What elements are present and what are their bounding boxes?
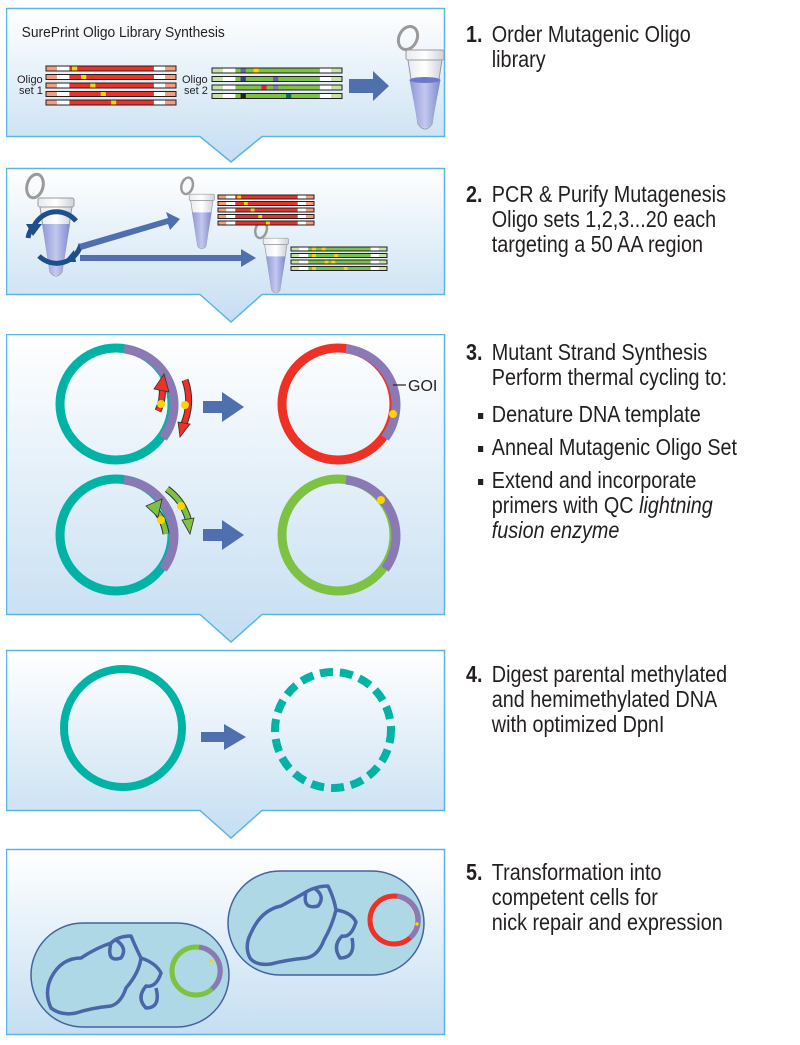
panel-frame	[6, 167, 446, 324]
chromosome	[245, 884, 358, 967]
mutagenic-primer-pair	[153, 373, 193, 439]
panel-title: SurePrint Oligo Library Synthesis	[22, 25, 225, 42]
step-line: Transformation into	[491, 859, 662, 885]
step-number: 2.	[466, 181, 483, 207]
step-number: 1.	[466, 21, 483, 47]
step-line: with optimized DpnI	[491, 711, 665, 737]
parental-plasmid	[60, 665, 186, 791]
step-number: 4.	[466, 661, 483, 687]
tube-icon	[180, 176, 215, 250]
step3-text: 3. Mutant Strand Synthesis Perform therma…	[466, 340, 750, 551]
mutant-plasmid-red: GOI	[277, 343, 437, 465]
bullet-icon	[478, 413, 484, 419]
set1-label-line1: Oligo	[17, 74, 43, 86]
step-line: Perform thermal cycling to:	[491, 364, 728, 390]
step-line: Digest parental methylated	[491, 661, 728, 687]
set1-label-line2: set 1	[19, 85, 43, 97]
step4-text: 4. Digest parental methylated and hemimet…	[466, 662, 750, 737]
arrow-icon	[80, 249, 256, 267]
arrow-icon	[203, 392, 244, 422]
mutagenic-primer-pair	[145, 486, 195, 536]
purified-oligo-set-1	[217, 194, 315, 226]
digested-plasmid	[271, 668, 395, 792]
step-line: Mutant Strand Synthesis	[491, 339, 708, 365]
step1-text: 1. Order Mutagenic Oligo library	[466, 22, 750, 72]
bullet-text: Anneal Mutagenic Oligo Set	[491, 434, 738, 460]
mutant-plasmid-green	[277, 474, 401, 596]
step4-panel	[6, 648, 446, 842]
step1-panel: SurePrint Oligo Library Synthesis Oligo …	[6, 6, 446, 164]
step3-bullets: Denature DNA template Anneal Mutagenic O…	[466, 402, 750, 543]
step-number: 5.	[466, 859, 483, 885]
step5-text: 5. Transformation into competent cells fo…	[466, 860, 750, 935]
bullet-item: Anneal Mutagenic Oligo Set	[478, 435, 750, 460]
step-line: and hemimethylated DNA	[491, 686, 718, 712]
bullet-text: Extend and incorporate	[491, 467, 697, 493]
step-line: PCR & Purify Mutagenesis	[491, 181, 726, 207]
bullet-icon	[478, 446, 484, 452]
tube-icon	[396, 24, 445, 130]
arrow-icon	[203, 520, 244, 550]
step-line: Order Mutagenic Oligo library	[491, 21, 691, 72]
step3-panel: GOI	[6, 334, 446, 646]
competent-cell	[227, 870, 425, 976]
arrow-icon	[349, 71, 389, 101]
bullet-text: Denature DNA template	[491, 401, 701, 427]
enzyme-name-cont: fusion enzyme	[491, 517, 620, 543]
thermal-cycle-icon	[25, 209, 84, 266]
step-line: competent cells for	[491, 884, 658, 910]
step-line: nick repair and expression	[491, 909, 723, 935]
step-line: targeting a 50 AA region	[491, 231, 703, 257]
step-line: Oligo sets 1,2,3...20 each	[491, 206, 717, 232]
bullet-item: Extend and incorporate primers with QC l…	[478, 468, 750, 543]
enzyme-name: lightning	[639, 492, 713, 518]
purified-oligo-set-2	[290, 246, 388, 271]
chromosome	[45, 934, 163, 1016]
arrow-icon	[201, 724, 246, 750]
bullet-icon	[478, 479, 484, 485]
step5-panel	[6, 848, 446, 1038]
oligo-set-1	[45, 65, 177, 106]
bullet-text-cont: primers with QC	[491, 492, 640, 518]
arrow-icon	[79, 212, 180, 250]
set2-label-line1: Oligo	[182, 74, 208, 86]
template-plasmid	[55, 474, 179, 596]
competent-cell	[30, 922, 230, 1028]
oligo-set-2	[211, 67, 343, 99]
template-plasmid	[55, 343, 179, 465]
goi-label: GOI	[408, 378, 437, 395]
bullet-item: Denature DNA template	[478, 402, 750, 427]
panel-frame	[6, 334, 446, 644]
step2-text: 2. PCR & Purify Mutagenesis Oligo sets 1,…	[466, 182, 750, 257]
set2-label-line2: set 2	[184, 85, 208, 97]
step-number: 3.	[466, 339, 483, 365]
step2-panel	[6, 166, 446, 326]
